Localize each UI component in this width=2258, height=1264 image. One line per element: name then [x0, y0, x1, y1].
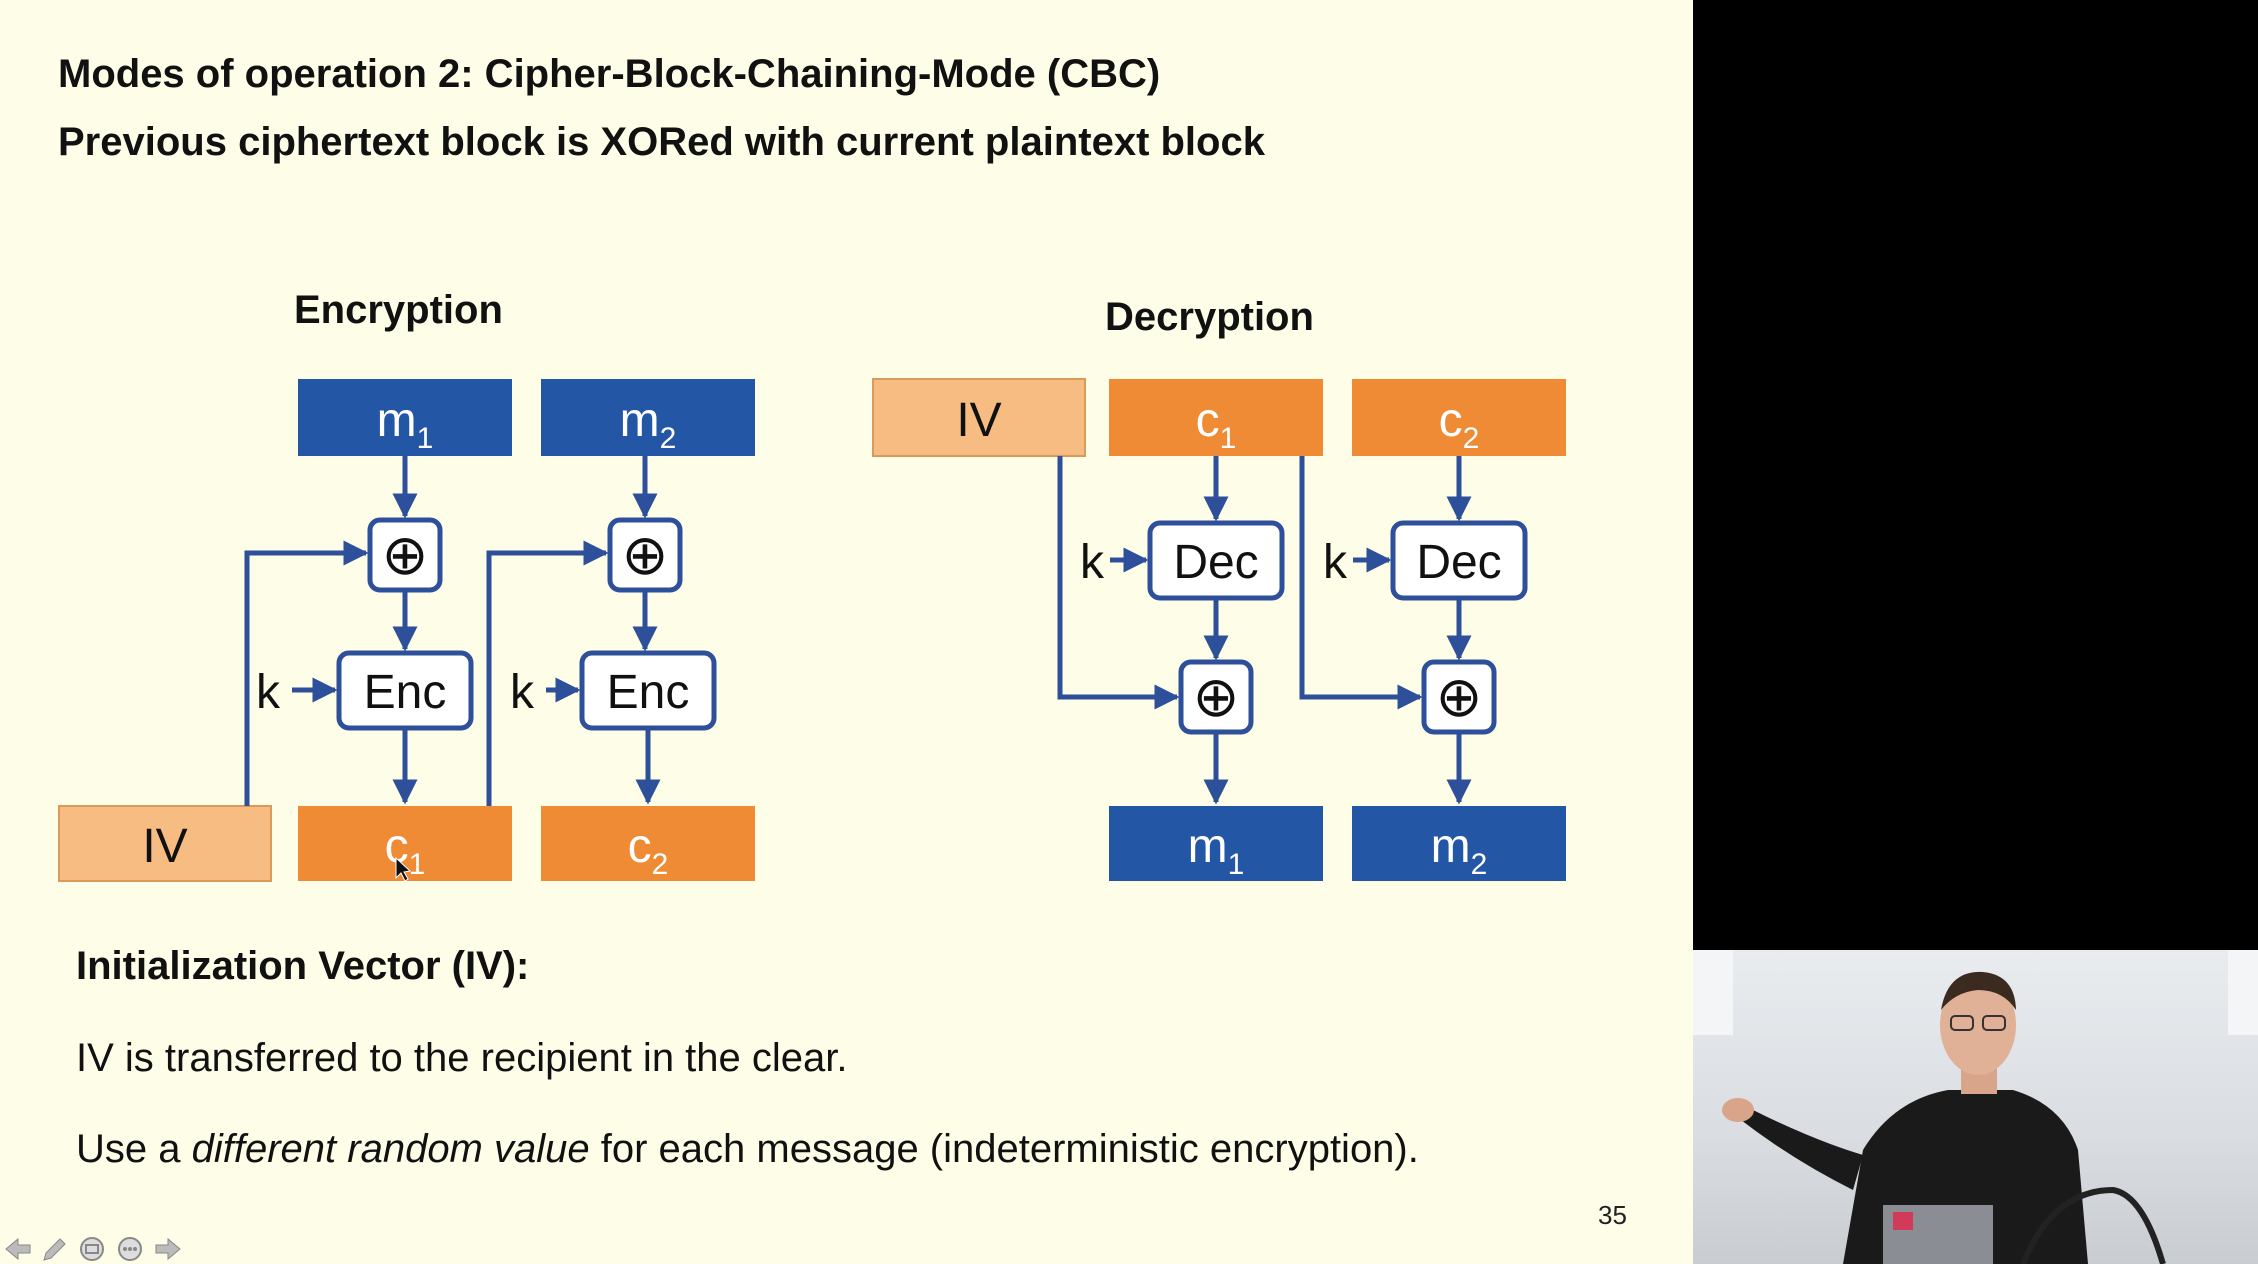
key-label-dec-2: k: [1323, 536, 1348, 589]
dec-arrows: [1057, 456, 1472, 805]
block-letter: m: [620, 394, 660, 447]
page-number: 35: [1598, 1200, 1627, 1230]
enc-arrows: [244, 456, 661, 806]
arrow-right-icon[interactable]: [154, 1236, 182, 1262]
iv-label: IV: [142, 820, 187, 873]
iv-label: IV: [956, 394, 1001, 447]
dec-block-cipher-1: Dec: [1147, 520, 1285, 601]
block-subscript: 2: [660, 422, 677, 455]
enc-ciphertext-block-2: c2: [541, 806, 755, 881]
enc-block-cipher-2: Enc: [579, 650, 717, 731]
block-subscript: 1: [1228, 848, 1245, 881]
svg-text:c1: c1: [1196, 394, 1237, 455]
iv-line-2-emphasis: different random value: [191, 1127, 590, 1171]
block-subscript: 2: [1471, 848, 1488, 881]
decryption-diagram: IV c1 c2 Dec Dec k k ⊕: [872, 378, 1566, 881]
key-label-enc-2: k: [510, 666, 535, 719]
mouse-cursor-icon: [395, 856, 412, 882]
dec-plaintext-block-2: m2: [1352, 806, 1566, 881]
key-label-dec-1: k: [1080, 536, 1105, 589]
iv-line-2-post: for each message (indeterministic encryp…: [589, 1127, 1419, 1171]
enc-label: Enc: [607, 666, 690, 719]
cbc-diagram: m1 m2 ⊕ ⊕ Enc Enc: [58, 378, 1566, 882]
encryption-heading: Encryption: [294, 288, 503, 332]
enc-plaintext-block-2: m2: [541, 379, 755, 456]
enc-xor-2: ⊕: [607, 517, 683, 593]
iv-line-2: Use a different random value for each me…: [76, 1127, 1419, 1172]
block-subscript: 2: [652, 848, 669, 881]
svg-text:m2: m2: [1431, 820, 1488, 881]
slides-icon[interactable]: [78, 1236, 106, 1262]
speaker-video: [1693, 950, 2258, 1264]
dec-plaintext-block-1: m1: [1109, 806, 1323, 881]
slide-title: Modes of operation 2: Cipher-Block-Chain…: [58, 52, 1161, 96]
block-subscript: 1: [417, 422, 434, 455]
enc-iv-block: IV: [58, 805, 272, 882]
xor-icon: ⊕: [1436, 665, 1483, 730]
xor-icon: ⊕: [382, 523, 429, 588]
dec-block-cipher-2: Dec: [1390, 520, 1528, 601]
encryption-diagram: m1 m2 ⊕ ⊕ Enc Enc: [58, 379, 755, 882]
dec-xor-2: ⊕: [1421, 659, 1497, 735]
block-letter: m: [1188, 820, 1228, 873]
block-subscript: 1: [409, 848, 426, 881]
dec-ciphertext-block-2: c2: [1352, 379, 1566, 456]
speaker-figure: [1693, 950, 2258, 1264]
svg-text:c2: c2: [628, 820, 669, 881]
slide: Modes of operation 2: Cipher-Block-Chain…: [0, 0, 1693, 1264]
iv-line-2-pre: Use a: [76, 1127, 192, 1171]
block-letter: m: [1431, 820, 1471, 873]
enc-block-cipher-1: Enc: [336, 650, 474, 731]
xor-icon: ⊕: [1193, 665, 1240, 730]
svg-text:c1: c1: [385, 820, 426, 881]
dec-iv-block: IV: [872, 378, 1086, 457]
black-panel: [1693, 0, 2258, 950]
block-letter: c: [1196, 394, 1220, 447]
pen-icon[interactable]: [40, 1236, 68, 1262]
options-icon[interactable]: [116, 1236, 144, 1262]
svg-text:c2: c2: [1439, 394, 1480, 455]
block-letter: c: [628, 820, 652, 873]
block-subscript: 2: [1463, 422, 1480, 455]
block-subscript: 1: [1220, 422, 1237, 455]
block-letter: m: [377, 394, 417, 447]
enc-plaintext-block-1: m1: [298, 379, 512, 456]
block-letter: c: [1439, 394, 1463, 447]
dec-xor-1: ⊕: [1178, 659, 1254, 735]
dec-ciphertext-block-1: c1: [1109, 379, 1323, 456]
key-label-enc-1: k: [256, 666, 281, 719]
svg-text:m2: m2: [620, 394, 677, 455]
decryption-heading: Decryption: [1105, 295, 1314, 339]
xor-icon: ⊕: [622, 523, 669, 588]
svg-text:m1: m1: [377, 394, 434, 455]
iv-heading: Initialization Vector (IV):: [76, 944, 530, 988]
dec-label: Dec: [1416, 536, 1501, 589]
enc-xor-1: ⊕: [367, 517, 443, 593]
enc-label: Enc: [364, 666, 447, 719]
arrow-left-icon[interactable]: [4, 1236, 32, 1262]
slide-subtitle: Previous ciphertext block is XORed with …: [58, 120, 1265, 164]
dec-label: Dec: [1173, 536, 1258, 589]
svg-text:m1: m1: [1188, 820, 1245, 881]
iv-line-1: IV is transferred to the recipient in th…: [76, 1036, 848, 1080]
